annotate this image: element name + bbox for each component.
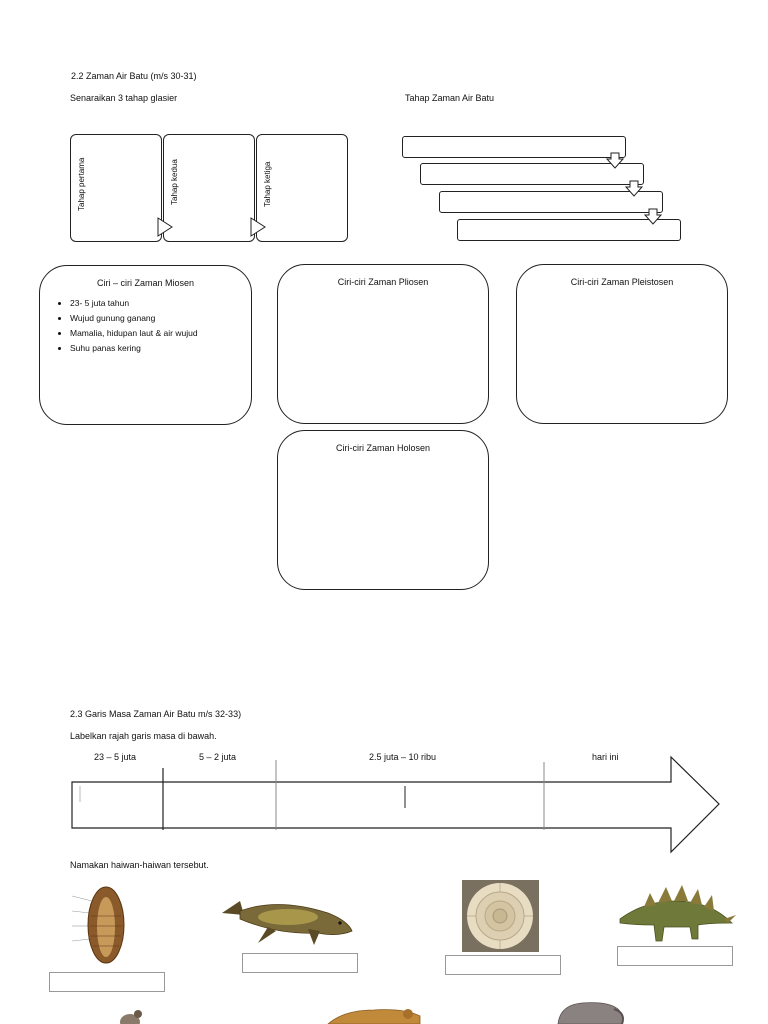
down-arrow-1-icon — [605, 152, 625, 169]
ice-stage-bar-4[interactable] — [457, 219, 681, 241]
stage-arrow-1-icon — [157, 217, 173, 237]
panel-miosen: Ciri – ciri Zaman Miosen 23- 5 juta tahu… — [39, 265, 252, 425]
stage-label-first: Tahap pertama — [77, 157, 86, 211]
stage-label-third: Tahap ketiga — [263, 161, 272, 207]
section-heading-zaman-air-batu: 2.2 Zaman Air Batu (m/s 30-31) — [71, 71, 197, 81]
animal-answer-box-1[interactable] — [49, 972, 165, 992]
timeline-arrow-shape — [71, 755, 720, 854]
panel-miosen-list: 23- 5 juta tahun Wujud gunung ganang Mam… — [54, 296, 198, 356]
panel-miosen-title: Ciri – ciri Zaman Miosen — [96, 278, 195, 288]
stage-label-second: Tahap kedua — [170, 159, 179, 205]
mammoth-icon — [557, 1002, 624, 1024]
stage-box-first[interactable]: Tahap pertama — [70, 134, 162, 242]
down-arrow-2-icon — [624, 180, 644, 197]
fish-icon — [222, 901, 353, 945]
stage-arrow-2-icon — [250, 217, 266, 237]
timeline-label-pleistosen: 2.5 juta – 10 ribu — [369, 752, 437, 762]
panel-holosen[interactable]: Ciri-ciri Zaman Holosen — [277, 430, 489, 590]
down-arrow-3-icon — [643, 208, 663, 225]
panel-pleistosen-title: Ciri-ciri Zaman Pleistosen — [570, 277, 674, 287]
list-item: Wujud gunung ganang — [70, 311, 198, 326]
timeline-label-pliosen: 5 – 2 juta — [199, 752, 237, 762]
sabertooth-icon — [327, 1009, 421, 1024]
bird-icon — [120, 1010, 142, 1024]
section-heading-garis-masa: 2.3 Garis Masa Zaman Air Batu m/s 32-33) — [70, 709, 242, 719]
stage-box-second[interactable]: Tahap kedua — [163, 134, 255, 242]
timeline-label-today: hari ini — [592, 752, 619, 762]
bar-arrows — [605, 152, 663, 225]
panel-pliosen-title: Ciri-ciri Zaman Pliosen — [337, 277, 429, 287]
list-item: Suhu panas kering — [70, 341, 198, 356]
list-item: 23- 5 juta tahun — [70, 296, 198, 311]
ice-stage-bar-1[interactable] — [402, 136, 626, 158]
ammonite-icon — [462, 880, 539, 952]
animal-answer-box-4[interactable] — [617, 946, 733, 966]
animals-prompt: Namakan haiwan-haiwan tersebut. — [70, 860, 209, 870]
list-item: Mamalia, hidupan laut & air wujud — [70, 326, 198, 341]
stegosaurus-icon — [619, 885, 736, 942]
glacier-list-prompt: Senaraikan 3 tahap glasier — [70, 93, 178, 103]
ice-stage-bar-2[interactable] — [420, 163, 644, 185]
panel-pleistosen[interactable]: Ciri-ciri Zaman Pleistosen — [516, 264, 728, 424]
panel-holosen-title: Ciri-ciri Zaman Holosen — [335, 443, 431, 453]
trilobite-icon — [71, 886, 125, 964]
panel-pliosen[interactable]: Ciri-ciri Zaman Pliosen — [277, 264, 489, 424]
animal-answer-box-3[interactable] — [445, 955, 561, 975]
ice-stage-bar-3[interactable] — [439, 191, 663, 213]
timeline-label-miosen: 23 – 5 juta — [94, 752, 137, 762]
stage-box-third[interactable]: Tahap ketiga — [256, 134, 348, 242]
ice-age-stages-prompt: Tahap Zaman Air Batu — [405, 93, 495, 103]
timeline-arrow — [71, 755, 720, 854]
animal-answer-box-2[interactable] — [242, 953, 358, 973]
stage-arrows — [157, 217, 266, 237]
timeline-prompt: Labelkan rajah garis masa di bawah. — [70, 731, 217, 741]
